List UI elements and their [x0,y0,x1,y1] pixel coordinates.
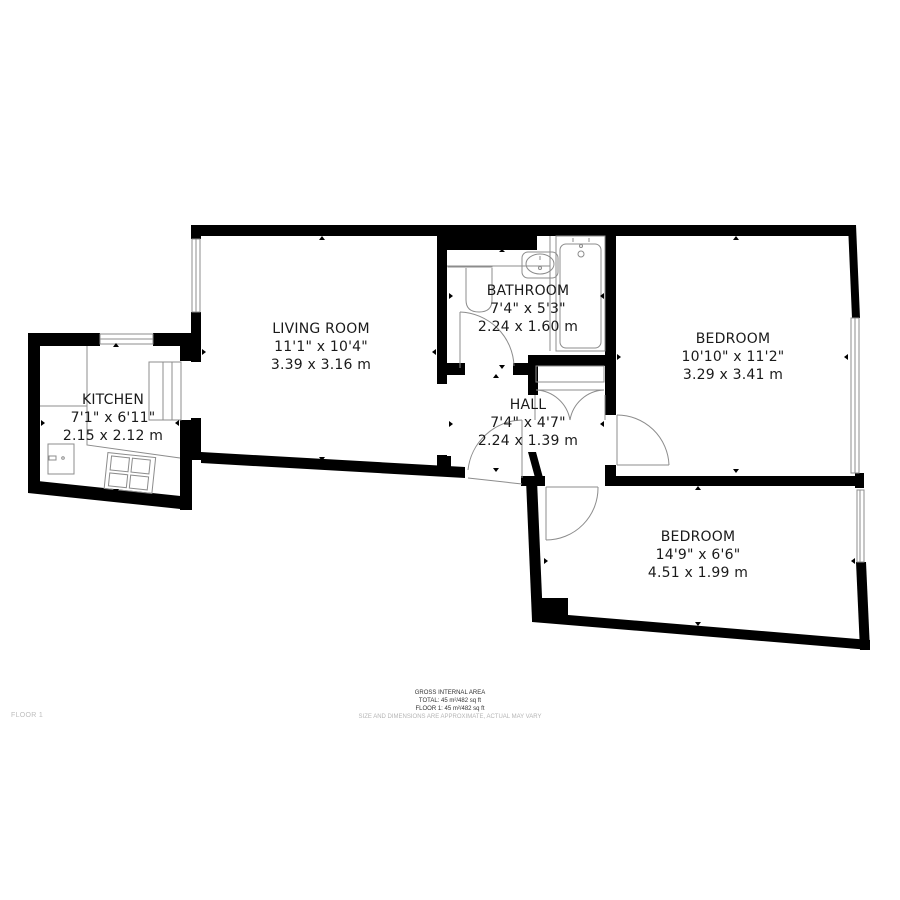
room-dimensions-metric: 4.51 x 1.99 m [647,565,749,581]
dimension-markers [41,236,855,626]
room-label-bedroom-1: BEDROOM 10'10" x 11'2" 3.29 x 3.41 m [682,330,785,384]
room-dimensions-metric: 3.39 x 3.16 m [270,357,372,373]
room-dimensions-imperial: 7'4" x 5'3" [490,301,566,317]
basin [521,251,559,279]
room-name: HALL [509,397,547,413]
kitchen-sink [47,443,75,475]
room-label-hall: HALL 7'4" x 4'7" 2.24 x 1.39 m [478,396,578,450]
room-dimensions-metric: 2.24 x 1.39 m [477,433,579,449]
room-name: BEDROOM [695,331,771,347]
walls [28,225,870,650]
windows [99,238,865,563]
room-dimensions-imperial: 11'1" x 10'4" [274,339,368,355]
area-total: TOTAL: 45 m²/482 sq ft [418,698,482,704]
room-label-bathroom: BATHROOM 7'4" x 5'3" 2.24 x 1.60 m [478,282,578,336]
room-dimensions-metric: 3.29 x 3.41 m [682,367,784,383]
area-floor-1: FLOOR 1: 45 m²/482 sq ft [415,706,485,712]
room-dimensions-metric: 2.15 x 2.12 m [62,428,164,444]
room-dimensions-metric: 2.24 x 1.60 m [477,319,579,335]
area-title: GROSS INTERNAL AREA [414,690,486,696]
room-name: BATHROOM [486,283,570,299]
room-name: BEDROOM [660,529,736,545]
room-dimensions-imperial: 7'1" x 6'11" [70,410,156,426]
hob [103,452,157,494]
fixtures [40,235,606,494]
doors [459,311,670,541]
room-dimensions-imperial: 14'9" x 6'6" [655,547,741,563]
room-name: KITCHEN [81,392,145,408]
area-disclaimer: SIZE AND DIMENSIONS ARE APPROXIMATE, ACT… [358,714,542,720]
floor-label: FLOOR 1 [11,712,44,719]
area-summary: GROSS INTERNAL AREA TOTAL: 45 m²/482 sq … [359,689,542,721]
room-label-kitchen: KITCHEN 7'1" x 6'11" 2.15 x 2.12 m [63,391,163,445]
room-label-bedroom-2: BEDROOM 14'9" x 6'6" 4.51 x 1.99 m [648,528,748,582]
room-label-living-room: LIVING ROOM 11'1" x 10'4" 3.39 x 3.16 m [271,320,371,374]
bathtub [555,235,606,352]
room-name: LIVING ROOM [272,321,370,337]
room-dimensions-imperial: 10'10" x 11'2" [681,349,785,365]
room-dimensions-imperial: 7'4" x 4'7" [490,415,566,431]
toilet-bowl [465,268,493,313]
